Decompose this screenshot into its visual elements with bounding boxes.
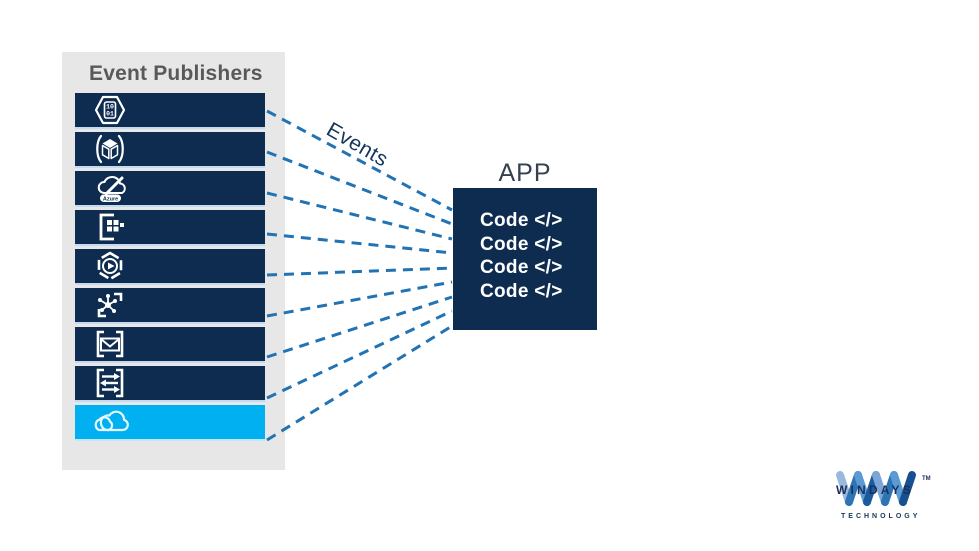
- publisher-row-resource-group: [75, 210, 265, 246]
- iot-hub-icon: 10 01: [93, 94, 127, 126]
- publisher-row-iot-hub: 10 01: [75, 93, 265, 129]
- publisher-list: 10 01: [75, 93, 265, 444]
- code-line: Code </>: [480, 210, 563, 231]
- svg-text:Azure: Azure: [103, 196, 118, 202]
- service-bus-arrows-icon: [93, 367, 127, 399]
- publisher-row-event-hubs: [75, 327, 265, 363]
- event-topic-cube-icon: [93, 133, 127, 165]
- logo-brand-text: WINDAYS: [836, 483, 914, 497]
- app-label: APP: [498, 159, 552, 187]
- logo-trademark: TM: [922, 476, 931, 482]
- publisher-row-iot-devices: [75, 288, 265, 324]
- code-line: Code </>: [480, 280, 563, 302]
- svg-text:10: 10: [106, 104, 114, 111]
- event-hubs-envelope-icon: [93, 328, 127, 360]
- publisher-row-media-services: [75, 249, 265, 285]
- svg-text:01: 01: [106, 111, 114, 118]
- publisher-row-topic: [75, 132, 265, 168]
- resource-group-icon: [93, 211, 127, 243]
- windays-logo: WINDAYS TM TECHNOLOGY: [832, 466, 942, 526]
- logo-tagline: TECHNOLOGY: [841, 513, 921, 520]
- panel-title: Event Publishers: [89, 62, 263, 85]
- logo-wave-icon: [836, 471, 916, 506]
- events-label: Events: [322, 118, 393, 172]
- iot-devices-graph-icon: [93, 289, 127, 321]
- app-box: Code </> Code </> Code </> Code </>: [453, 188, 597, 330]
- publisher-row-custom-cloud: [75, 405, 265, 441]
- custom-cloud-icon: [93, 407, 133, 437]
- publisher-row-azure-subscription: Azure: [75, 171, 265, 207]
- event-publishers-panel: Event Publishers 10 01: [62, 52, 285, 470]
- code-line: Code </>: [480, 233, 563, 255]
- code-line: Code </>: [480, 257, 563, 278]
- publisher-row-service-bus: [75, 366, 265, 402]
- azure-subscription-icon: Azure: [93, 172, 133, 204]
- media-services-icon: [93, 250, 127, 282]
